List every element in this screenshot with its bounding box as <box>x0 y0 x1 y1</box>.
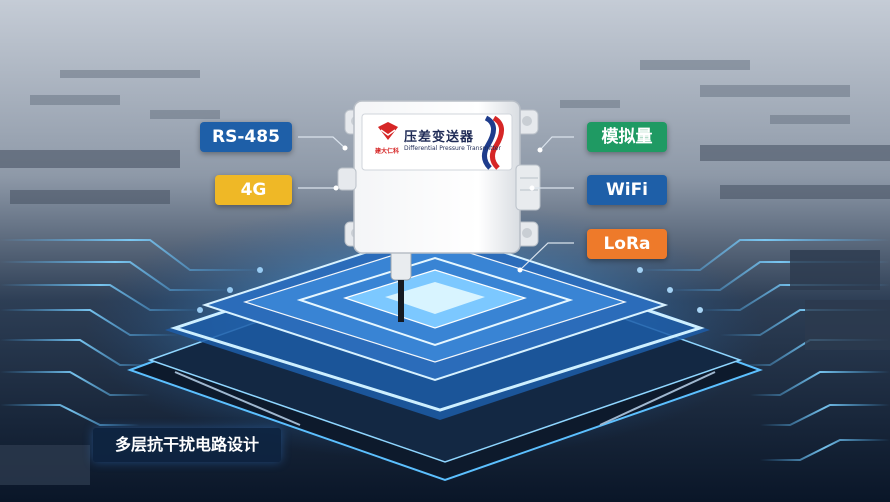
feature-caption: 多层抗干扰电路设计 <box>93 428 281 462</box>
badge-wifi: WiFi <box>587 175 667 205</box>
transmitter-device <box>337 100 541 254</box>
badge-lora: LoRa <box>587 229 667 259</box>
badge-4g: 4G <box>215 175 292 205</box>
device-title-cn: 压差变送器 <box>404 130 475 145</box>
badge-analog: 模拟量 <box>587 122 667 152</box>
brand-logo-icon <box>378 122 398 140</box>
badge-rs485: RS-485 <box>200 122 292 152</box>
device-title-en: Differential Pressure Transmitter <box>404 145 501 152</box>
device-brand-cn: 建大仁科 <box>375 148 400 155</box>
